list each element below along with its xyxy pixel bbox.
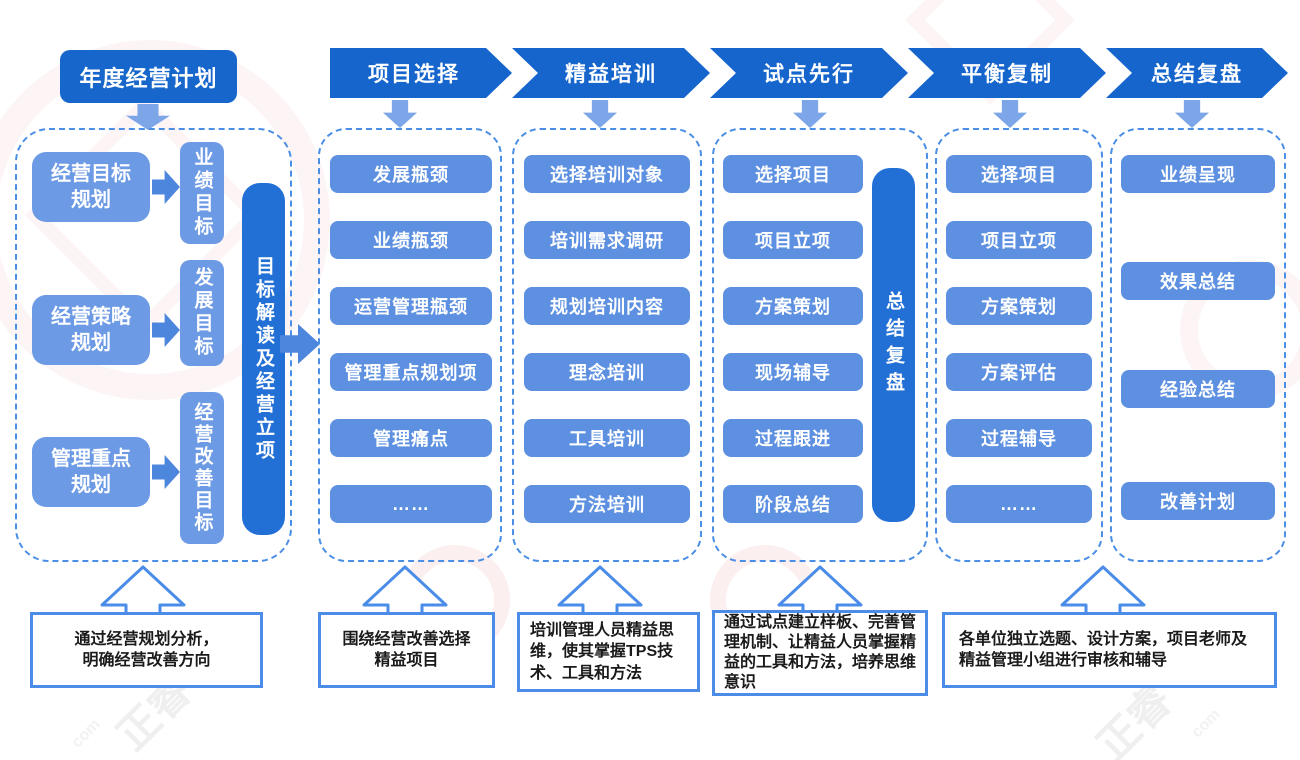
right-arrow-icon xyxy=(152,313,180,347)
right-arrow-icon xyxy=(152,455,180,489)
up-arrow-icon xyxy=(362,565,448,615)
step-item: 方案策划 xyxy=(723,287,863,325)
phase-chevron-pilot-first: 试点先行 xyxy=(710,48,908,98)
phase-chevron-project-selection: 项目选择 xyxy=(330,48,512,98)
footnote-planning: 通过经营规划分析， 明确经营改善方向 xyxy=(30,612,263,688)
step-item: 管理痛点 xyxy=(330,419,492,457)
summary-review-bar: 总结复盘 xyxy=(872,168,915,522)
step-item: 过程跟进 xyxy=(723,419,863,457)
step-item: 经验总结 xyxy=(1121,370,1275,408)
watermark-text: com xyxy=(1188,706,1224,742)
step-item: 业绩呈现 xyxy=(1121,155,1275,193)
planning-box: 管理重点规划 xyxy=(32,437,150,507)
phase-chevron-lean-training: 精益培训 xyxy=(512,48,710,98)
panel-lean-training: 选择培训对象 培训需求调研 规划培训内容 理念培训 工具培训 方法培训 xyxy=(512,128,702,562)
up-arrow-icon xyxy=(1060,565,1146,615)
footnote-project-selection: 围绕经营改善选择 精益项目 xyxy=(318,612,495,688)
step-item: 理念培训 xyxy=(524,353,690,391)
step-item: 现场辅导 xyxy=(723,353,863,391)
footnote-replication-review: 各单位独立选题、设计方案，项目老师及精益管理小组进行审核和辅导 xyxy=(942,612,1277,688)
goal-interpretation-bar: 目标解读及经营立项 xyxy=(242,183,285,535)
step-item: 改善计划 xyxy=(1121,482,1275,520)
step-item: 阶段总结 xyxy=(723,485,863,523)
planning-box: 经营策略规划 xyxy=(32,295,150,365)
panel-pilot-first: 选择项目 项目立项 方案策划 现场辅导 过程跟进 阶段总结 总结复盘 xyxy=(712,128,928,562)
step-item: 选择项目 xyxy=(946,155,1092,193)
annual-plan-title: 年度经营计划 xyxy=(60,50,237,103)
up-arrow-icon xyxy=(100,565,186,615)
step-item: 管理重点规划项 xyxy=(330,353,492,391)
right-arrow-icon xyxy=(152,170,180,204)
panel-summary-review: 业绩呈现 效果总结 经验总结 改善计划 xyxy=(1110,128,1286,562)
step-item: 发展瓶颈 xyxy=(330,155,492,193)
step-item: 方案评估 xyxy=(946,353,1092,391)
target-box: 经营改善目标 xyxy=(180,392,224,544)
step-item: 方案策划 xyxy=(946,287,1092,325)
down-arrow-icon xyxy=(383,100,417,128)
step-item: 项目立项 xyxy=(723,221,863,259)
step-item: 效果总结 xyxy=(1121,262,1275,300)
step-item: 运营管理瓶颈 xyxy=(330,287,492,325)
step-item: 过程辅导 xyxy=(946,419,1092,457)
step-item: 规划培训内容 xyxy=(524,287,690,325)
panel-project-selection: 发展瓶颈 业绩瓶颈 运营管理瓶颈 管理重点规划项 管理痛点 …… xyxy=(318,128,502,562)
step-item: …… xyxy=(946,485,1092,523)
step-item: 选择培训对象 xyxy=(524,155,690,193)
target-box: 业绩目标 xyxy=(180,142,224,244)
down-arrow-icon xyxy=(126,104,170,130)
down-arrow-icon xyxy=(583,100,617,128)
step-item: 培训需求调研 xyxy=(524,221,690,259)
panel-balanced-replication: 选择项目 项目立项 方案策划 方案评估 过程辅导 …… xyxy=(935,128,1103,562)
step-item: …… xyxy=(330,485,492,523)
phase-chevron-summary-review: 总结复盘 xyxy=(1106,48,1288,98)
step-item: 选择项目 xyxy=(723,155,863,193)
footnote-lean-training: 培训管理人员精益思维，使其掌握TPS技术、工具和方法 xyxy=(517,612,700,692)
step-item: 方法培训 xyxy=(524,485,690,523)
down-arrow-icon xyxy=(793,100,827,128)
planning-box: 经营目标规划 xyxy=(32,152,150,222)
step-item: 项目立项 xyxy=(946,221,1092,259)
footnote-pilot-first: 通过试点建立样板、完善管理机制、让精益人员掌握精益的工具和方法，培养思维意识 xyxy=(712,610,928,696)
up-arrow-icon xyxy=(777,565,863,615)
watermark-text: com xyxy=(68,716,104,752)
step-item: 工具培训 xyxy=(524,419,690,457)
phase-chevron-balanced-replication: 平衡复制 xyxy=(908,48,1106,98)
down-arrow-icon xyxy=(1175,100,1209,128)
up-arrow-icon xyxy=(557,565,643,615)
step-item: 业绩瓶颈 xyxy=(330,221,492,259)
panel-annual-planning: 经营目标规划 业绩目标 经营策略规划 发展目标 管理重点规划 经营改善目标 目标… xyxy=(15,128,292,562)
target-box: 发展目标 xyxy=(180,260,224,366)
down-arrow-icon xyxy=(993,100,1027,128)
